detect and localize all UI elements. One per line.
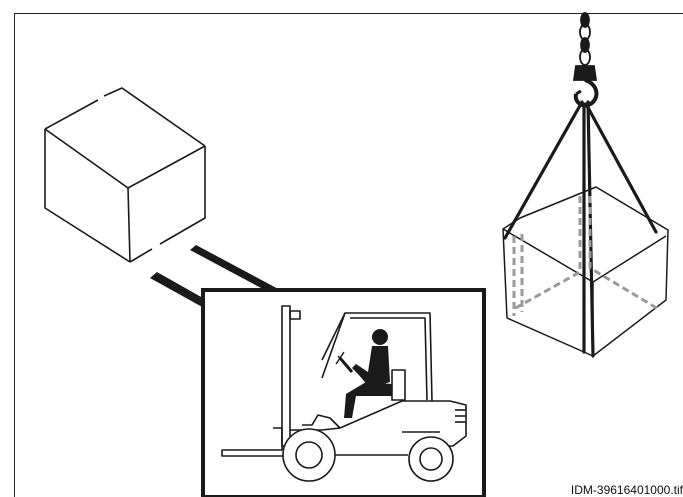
suspended-crate	[502, 186, 669, 357]
image-code: IDM-39616401000.tif	[568, 483, 683, 497]
forklift-icon	[221, 305, 467, 482]
box-icon	[44, 87, 206, 263]
fork-tines	[150, 245, 282, 308]
crane-hook-icon	[572, 12, 599, 108]
figure-frame	[14, 13, 683, 497]
